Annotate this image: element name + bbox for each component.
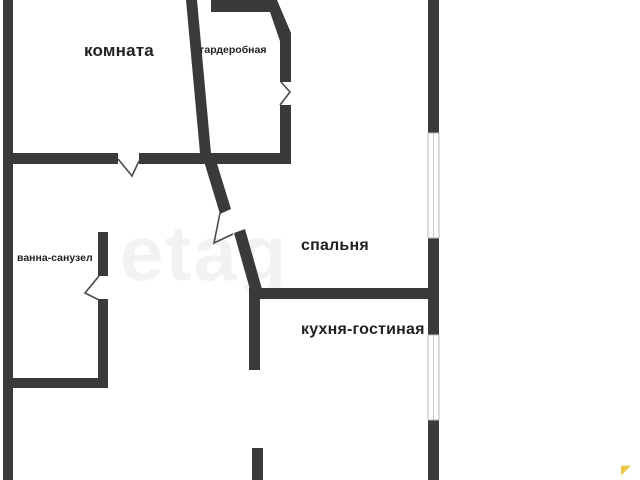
room-label-komnata: комната [84,41,154,60]
room-label-kuhnya-gostinaya: кухня-гостиная [301,321,425,338]
hallway-diagonal-lower [234,229,262,293]
spalnya-kuhnya-divider [249,288,260,370]
window-group [427,132,440,421]
corner-marker-icon: ◤ [621,462,631,477]
room-label-vanna-sanuzel: ванна-санузел [17,252,93,264]
garderobnaya-right-wall-upper [280,33,291,82]
hallway-diagonal-upper [203,154,231,214]
garderobnaya-left-wall [186,0,211,153]
exterior-left-wall [3,0,13,480]
room-label-garderobnaya: гардеробная [200,44,267,56]
spalnya-kuhnya-horizontal [249,288,439,299]
bottom-stub-wall [252,448,263,480]
exterior-right-wall-mid [428,238,439,335]
door-bathroom-swing [83,275,100,301]
bath-right-wall-lower [98,299,108,388]
wall-group-angled [186,0,291,293]
window-upper-right [427,132,440,239]
komnata-bottom-wall [3,153,118,164]
garderobnaya-right-wall-lower [280,105,291,164]
exterior-right-wall-bottom [428,420,439,480]
door-komnata-swing [117,158,140,178]
bath-bottom-wall [3,378,108,388]
bath-right-wall-upper [98,232,108,276]
garderobnaya-bottom-wall [200,153,291,164]
door-group [83,81,292,301]
garderobnaya-top-diagonal [211,0,291,44]
room-label-spalnya: спальня [301,237,369,254]
exterior-right-wall-top [428,0,439,133]
door-hallway-swing [212,212,234,245]
window-lower-right [427,334,440,421]
door-garderobnaya-swing [279,81,292,106]
